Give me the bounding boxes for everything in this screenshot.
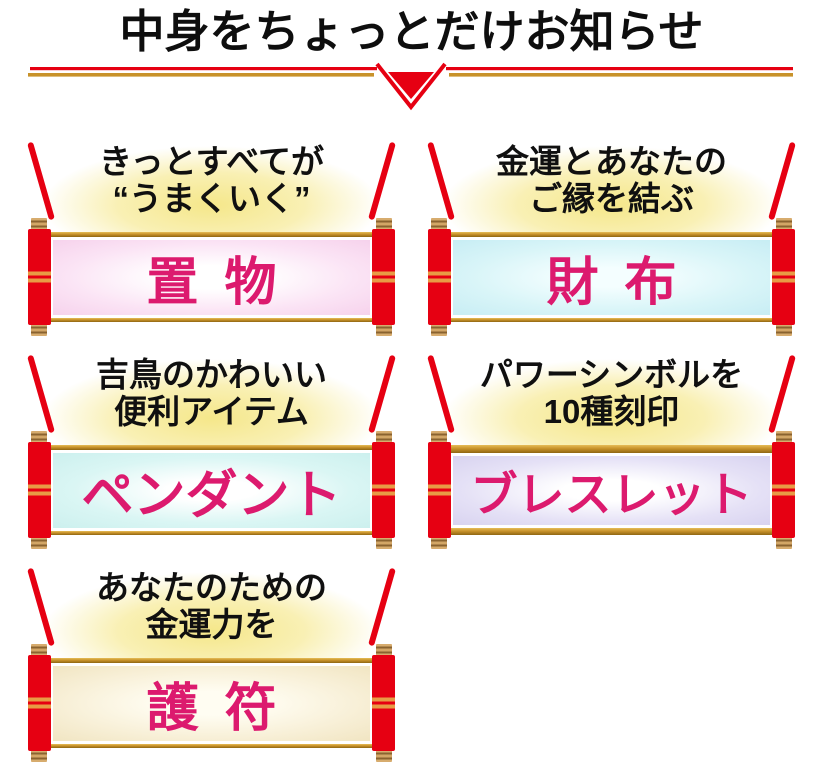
- gold-bar-bottom: [49, 530, 374, 535]
- scroll-knob-icon: [31, 218, 47, 230]
- scroll-knob-icon: [376, 537, 392, 549]
- banner-description: あなたのための 金運力を: [28, 566, 395, 644]
- scroll-knob-icon: [31, 537, 47, 549]
- banner-description: 金運とあなたの ご縁を結ぶ: [428, 140, 795, 218]
- scroll-roller-right-icon: [372, 229, 395, 325]
- scroll-roller-left-icon: [28, 655, 51, 751]
- scroll-knob-icon: [31, 324, 47, 336]
- divider-gold-line-right: [449, 73, 793, 77]
- scroll-roller-right-icon: [772, 229, 795, 325]
- gold-bar-bottom: [49, 743, 374, 748]
- banner-description: 吉鳥のかわいい 便利アイテム: [28, 353, 395, 431]
- scroll-knob-icon: [31, 644, 47, 656]
- glow-background: [432, 345, 791, 463]
- scroll-roller-right-icon: [772, 442, 795, 538]
- banner-description-line1: あなたのための: [96, 569, 327, 606]
- scroll-knob-icon: [376, 218, 392, 230]
- banner-fill: ブレスレット: [453, 455, 770, 525]
- banner-word: 置物: [146, 253, 303, 312]
- scroll-nameplate: 置物: [28, 218, 395, 336]
- scroll-nameplate: ペンダント: [28, 431, 395, 549]
- banner-description-line2: ご縁を結ぶ: [529, 180, 694, 217]
- scroll-knob-icon: [376, 431, 392, 443]
- divider-red-line-left: [30, 67, 377, 71]
- banner-description-line2: “うまくいく”: [112, 180, 311, 217]
- glow-background: [32, 132, 391, 250]
- glow-background: [32, 345, 391, 463]
- scroll-roller-left-icon: [28, 442, 51, 538]
- banner-grid: きっとすべてが “うまくいく” 置物: [0, 132, 823, 762]
- gold-bar-bottom: [49, 317, 374, 322]
- banner-description: パワーシンボルを 10種刻印: [428, 353, 795, 431]
- down-arrow-icon: [388, 72, 434, 99]
- banner-fill: 護符: [53, 665, 370, 741]
- divider-with-down-arrow: [28, 62, 793, 111]
- scroll-knob-icon: [776, 537, 792, 549]
- glow-background: [32, 558, 391, 676]
- divider-gold-line-left: [28, 73, 374, 77]
- banner-description: きっとすべてが “うまくいく”: [28, 140, 395, 218]
- scroll-roller-left-icon: [428, 229, 451, 325]
- scroll-body: ペンダント: [49, 445, 374, 535]
- banner-saifu: 金運とあなたの ご縁を結ぶ 財布: [427, 132, 796, 336]
- scroll-roller-left-icon: [28, 229, 51, 325]
- gold-bar-bottom: [449, 527, 774, 535]
- scroll-roller-right-icon: [372, 442, 395, 538]
- scroll-knob-icon: [376, 750, 392, 762]
- banner-description-line2: 10種刻印: [543, 393, 680, 430]
- banner-word: ペンダント: [81, 466, 342, 525]
- banner-fill: ペンダント: [53, 452, 370, 528]
- scroll-nameplate: 護符: [28, 644, 395, 762]
- gold-bar-top: [49, 445, 374, 450]
- gold-bar-top: [449, 232, 774, 237]
- scroll-nameplate: 財布: [428, 218, 795, 336]
- scroll-knob-icon: [31, 431, 47, 443]
- gold-bar-top: [449, 445, 774, 453]
- banner-description-line1: 吉鳥のかわいい: [96, 356, 327, 393]
- glow-background: [432, 132, 791, 250]
- banner-description-line1: きっとすべてが: [98, 143, 325, 180]
- banner-okimono: きっとすべてが “うまくいく” 置物: [27, 132, 396, 336]
- divider-red-line-right: [446, 67, 793, 71]
- banner-bracelet: パワーシンボルを 10種刻印 ブレスレット: [427, 345, 796, 549]
- scroll-knob-icon: [776, 218, 792, 230]
- banner-description-line1: パワーシンボルを: [479, 356, 744, 393]
- page-title: 中身をちょっとだけお知らせ: [119, 6, 704, 57]
- scroll-knob-icon: [776, 324, 792, 336]
- chevron-outline-icon: [375, 62, 447, 111]
- gold-bar-top: [49, 658, 374, 663]
- banner-word: ブレスレット: [470, 467, 753, 521]
- scroll-knob-icon: [376, 324, 392, 336]
- banner-word: 護符: [146, 679, 303, 738]
- banner-pendant: 吉鳥のかわいい 便利アイテム ペンダント: [27, 345, 396, 549]
- banner-gofu: あなたのための 金運力を 護符: [27, 558, 396, 762]
- scroll-body: 置物: [49, 232, 374, 322]
- scroll-body: 財布: [449, 232, 774, 322]
- scroll-knob-icon: [776, 431, 792, 443]
- scroll-nameplate: ブレスレット: [428, 431, 795, 549]
- scroll-roller-right-icon: [372, 655, 395, 751]
- banner-description-line2: 便利アイテム: [114, 393, 309, 430]
- scroll-knob-icon: [431, 537, 447, 549]
- banner-fill: 財布: [453, 239, 770, 315]
- scroll-knob-icon: [431, 218, 447, 230]
- scroll-knob-icon: [431, 431, 447, 443]
- banner-description-line2: 金運力を: [145, 606, 278, 643]
- banner-description-line1: 金運とあなたの: [496, 143, 727, 180]
- scroll-knob-icon: [431, 324, 447, 336]
- banner-word: 財布: [546, 253, 703, 312]
- scroll-body: ブレスレット: [449, 445, 774, 535]
- scroll-knob-icon: [31, 750, 47, 762]
- gold-bar-top: [49, 232, 374, 237]
- banner-fill: 置物: [53, 239, 370, 315]
- empty-cell: [428, 566, 795, 762]
- gold-bar-bottom: [449, 317, 774, 322]
- scroll-roller-left-icon: [428, 442, 451, 538]
- scroll-body: 護符: [49, 658, 374, 748]
- scroll-knob-icon: [376, 644, 392, 656]
